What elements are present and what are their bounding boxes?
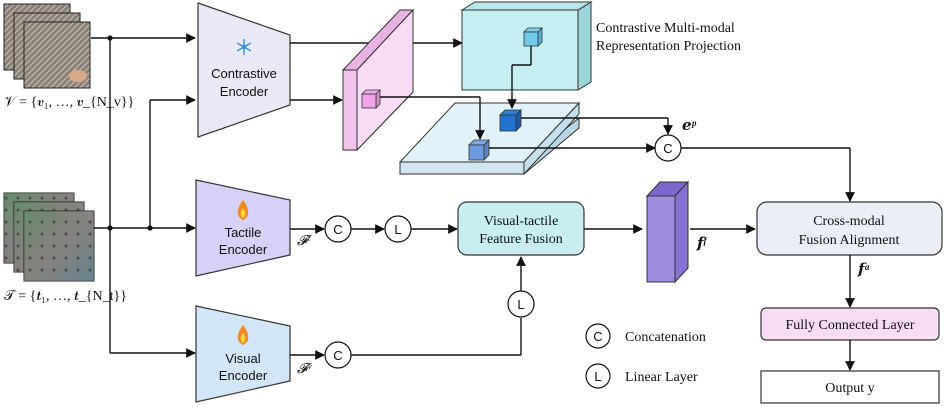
tactile-image-stack	[3, 192, 95, 282]
svg-text:C: C	[333, 348, 342, 363]
snowflake-icon	[236, 39, 252, 55]
junction-dot	[107, 225, 113, 231]
tactile-encoder: Tactile Encoder	[195, 179, 291, 277]
fa-label: 𝒇ᵃ	[857, 262, 869, 278]
svg-text:L: L	[517, 297, 524, 312]
tactile-encoder-label-1: Tactile	[225, 225, 262, 240]
pink-cube	[361, 89, 381, 109]
light-blue-cube	[523, 27, 543, 47]
visual-encoder-label-1: Visual	[225, 351, 260, 366]
visual-encoder-label-2: Encoder	[219, 368, 268, 383]
fc-label: Fully Connected Layer	[785, 318, 914, 333]
legend-linear-symbol: L	[594, 369, 601, 384]
contrastive-encoder-label-2: Encoder	[220, 84, 269, 99]
flame-icon	[237, 325, 249, 345]
fusion-label-2: Feature Fusion	[479, 232, 563, 247]
visual-encoder: Visual Encoder	[195, 305, 291, 403]
visual-connectors	[290, 256, 526, 360]
linear-node-visual: L	[507, 290, 535, 318]
alignment-label-1: Cross-modal	[813, 214, 885, 229]
contrastive-encoder: Contrastive Encoder	[197, 2, 291, 138]
output-box: Output y	[760, 370, 940, 404]
tactile-encoder-label-2: Encoder	[219, 242, 268, 257]
junction-dot	[107, 35, 113, 41]
ft-label: 𝓕ᵗ	[297, 234, 312, 249]
input-connectors	[91, 33, 196, 358]
visual-set-label: 𝒱 = {𝒗₁, …, 𝒗_{N_v}}	[4, 95, 134, 110]
legend-concat-symbol: C	[593, 329, 602, 344]
pink-feature-slab	[341, 8, 415, 152]
alignment-box: Cross-modal Fusion Alignment	[756, 201, 943, 256]
contrastive-encoder-label-1: Contrastive	[211, 66, 277, 81]
linear-node-tactile: L	[384, 215, 412, 243]
fusion-box: Visual-tactile Feature Fusion	[457, 201, 585, 256]
concat-node-projection: C	[654, 134, 682, 162]
flame-icon	[237, 200, 249, 220]
concat-node-tactile: C	[324, 215, 352, 243]
fc-box: Fully Connected Layer	[760, 307, 940, 341]
legend-concat-label: Concatenation	[625, 330, 706, 345]
dark-blue-cube	[499, 109, 522, 132]
alignment-label-2: Fusion Alignment	[799, 233, 900, 248]
visual-image-stack	[3, 3, 91, 89]
concat-node-visual: C	[324, 341, 352, 369]
output-label: Output y	[825, 381, 874, 396]
fv-label: 𝓕ᵛ	[297, 362, 312, 377]
svg-text:C: C	[333, 222, 342, 237]
junction-dot	[147, 225, 153, 231]
projection-connectors	[380, 46, 855, 202]
ep-label: 𝒆ᵖ	[682, 118, 697, 134]
mid-blue-cube	[468, 139, 490, 161]
svg-text:C: C	[663, 141, 672, 156]
legend: C Concatenation L Linear Layer	[585, 323, 706, 389]
projection-title-2: Representation Projection	[596, 39, 741, 54]
ff-label: 𝒇ᶠ	[696, 236, 707, 252]
tactile-set-label: 𝒯 = {𝒕₁, …, 𝒕_{N_t}}	[4, 289, 127, 304]
fusion-label-1: Visual-tactile	[484, 214, 559, 229]
projection-plane	[398, 101, 581, 176]
svg-text:L: L	[394, 222, 401, 237]
projection-title-1: Contrastive Multi-modal	[596, 21, 735, 36]
purple-feature-slab	[645, 180, 690, 284]
legend-linear-label: Linear Layer	[625, 370, 698, 385]
